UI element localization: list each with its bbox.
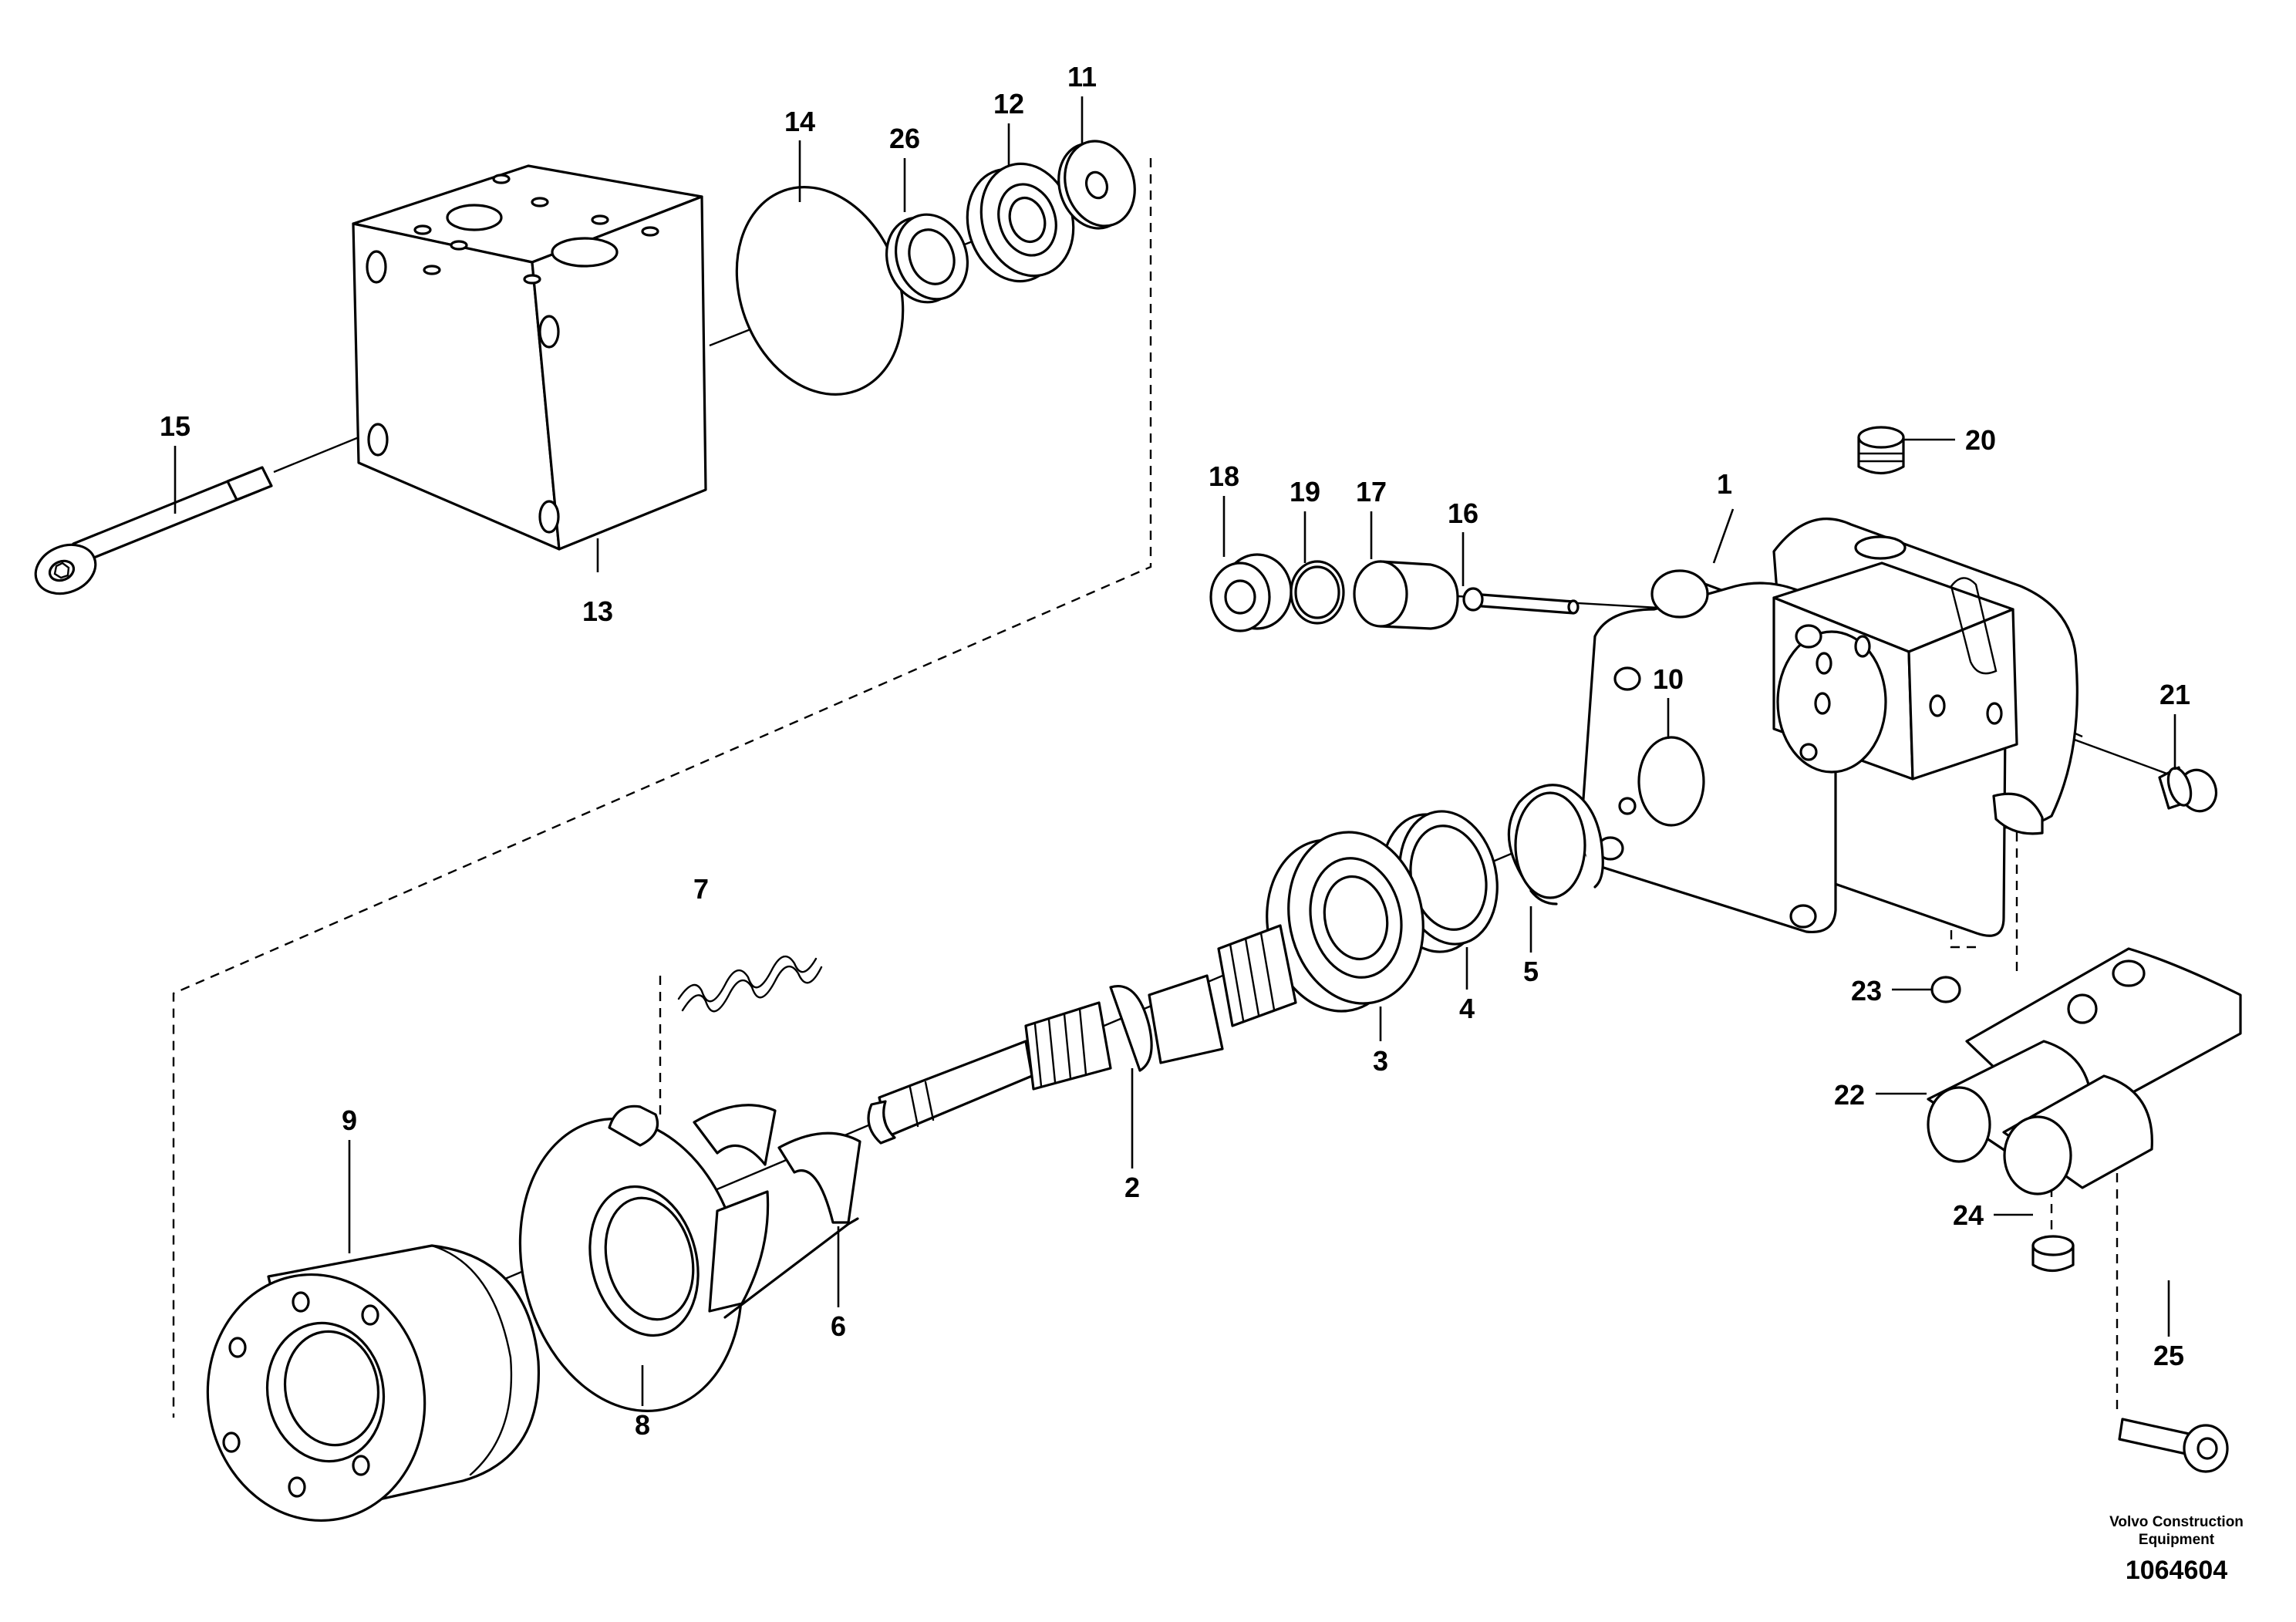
callout-23: 23 [1851, 975, 1882, 1007]
callout-26: 26 [889, 123, 920, 154]
callout-8: 8 [635, 1409, 650, 1441]
part-21-screw [2158, 766, 2218, 813]
callout-17: 17 [1356, 476, 1387, 508]
part-5-retaining-ring [1507, 784, 1604, 905]
part-26-seal-ring [885, 213, 969, 304]
callout-21: 21 [2159, 679, 2190, 710]
part-14-o-ring [735, 186, 905, 396]
callout-7: 7 [693, 873, 709, 905]
part-2-drive-shaft [867, 924, 1297, 1145]
part-1-pump-housing [1580, 518, 2079, 937]
callout-9: 9 [342, 1104, 357, 1136]
part-25-screw [2118, 1418, 2229, 1473]
leader-lines [174, 96, 2176, 1406]
part-20-breather-cap [1857, 426, 1905, 474]
callout-25: 25 [2153, 1340, 2184, 1371]
callout-14: 14 [784, 106, 815, 137]
brand-line-1: Volvo Construction [2109, 1514, 2244, 1530]
callout-1: 1 [1717, 468, 1732, 500]
callout-13: 13 [582, 595, 613, 627]
part-22-valve-body [1927, 947, 2242, 1195]
callout-24: 24 [1953, 1199, 1984, 1231]
callout-5: 5 [1523, 956, 1539, 987]
callout-20: 20 [1965, 424, 1996, 456]
part-8-swash-plate [518, 1104, 770, 1412]
part-11-washer [1057, 140, 1136, 230]
document-number: 1064604 [2126, 1556, 2227, 1585]
callout-10: 10 [1653, 663, 1684, 695]
part-24-plug [2031, 1235, 2075, 1273]
callout-18: 18 [1209, 460, 1239, 492]
part-13-valve-block [352, 164, 707, 551]
part-12-ball-bearing [966, 162, 1075, 283]
callout-3: 3 [1373, 1045, 1388, 1077]
callout-2: 2 [1124, 1172, 1140, 1203]
footer-brand-block: Volvo Construction Equipment 1064604 [2109, 1514, 2244, 1585]
part-7-spring [677, 955, 823, 1013]
brand-line-2: Equipment [2139, 1532, 2215, 1548]
dashed-alignment-lines [172, 158, 2119, 1418]
part-19-o-ring [1290, 560, 1345, 625]
callout-15: 15 [160, 410, 190, 442]
callout-11: 11 [1067, 61, 1097, 93]
callout-16: 16 [1448, 497, 1478, 529]
callout-6: 6 [831, 1310, 846, 1342]
part-18-plug [1209, 553, 1293, 632]
callout-12: 12 [993, 88, 1024, 120]
part-23-o-ring [1930, 976, 1961, 1003]
part-3-ball-bearing [1266, 831, 1424, 1013]
part-6-shell-halves [693, 1104, 861, 1319]
callout-4: 4 [1459, 993, 1475, 1024]
part-9-cylinder-block [206, 1244, 541, 1523]
callout-22: 22 [1834, 1079, 1865, 1111]
part-16-pin [1462, 587, 1580, 615]
part-15-socket-head-bolt [34, 466, 273, 595]
part-17-piston [1353, 560, 1459, 630]
callout-labels: 1 2 3 4 5 6 7 8 9 10 11 12 13 14 15 16 1… [160, 61, 2190, 1441]
part-10-bore [1637, 736, 1705, 827]
callout-19: 19 [1290, 476, 1320, 508]
